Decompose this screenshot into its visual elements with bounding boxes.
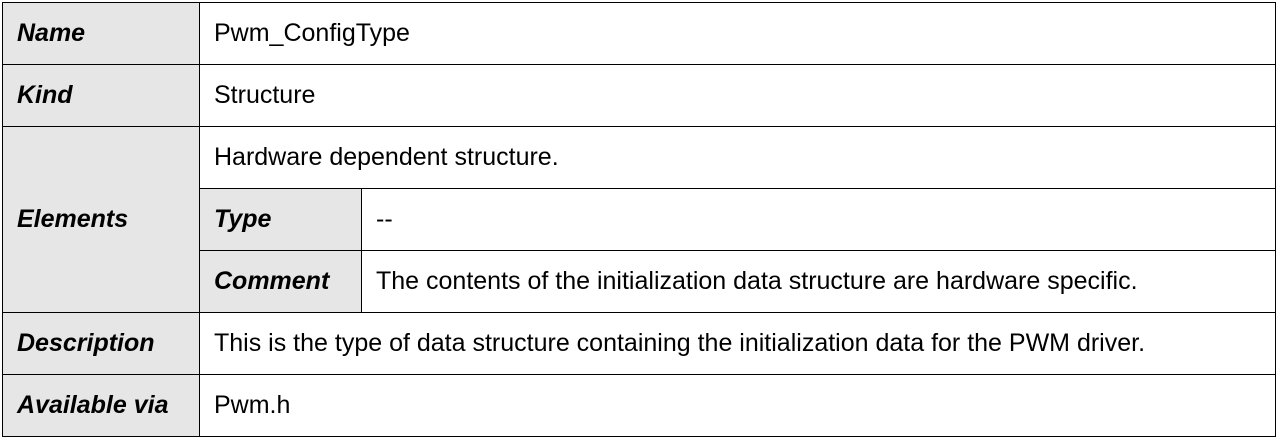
row-elements-comment: Comment The contents of the initializati… (3, 250, 1276, 313)
row-available-via: Available via Pwm.h (2, 374, 1276, 437)
kind-label: Kind (2, 64, 200, 127)
description-label: Description (2, 312, 200, 375)
available-via-value: Pwm.h (199, 374, 1276, 437)
elements-summary: Hardware dependent structure. (199, 126, 1276, 189)
row-description: Description This is the type of data str… (2, 312, 1276, 375)
comment-label: Comment (199, 250, 362, 313)
row-elements-type: Type -- (3, 188, 1276, 251)
type-label: Type (199, 188, 362, 251)
row-name: Name Pwm_ConfigType (2, 2, 1276, 65)
row-kind: Kind Structure (2, 64, 1276, 127)
name-label: Name (2, 2, 200, 65)
row-elements-summary: Elements Hardware dependent structure. (2, 126, 1276, 313)
available-via-label: Available via (2, 374, 200, 437)
type-value: -- (361, 188, 1276, 251)
comment-value: The contents of the initialization data … (361, 250, 1276, 313)
elements-label: Elements (2, 126, 200, 313)
description-value: This is the type of data structure conta… (199, 312, 1276, 375)
kind-value: Structure (199, 64, 1276, 127)
name-value: Pwm_ConfigType (199, 2, 1276, 65)
